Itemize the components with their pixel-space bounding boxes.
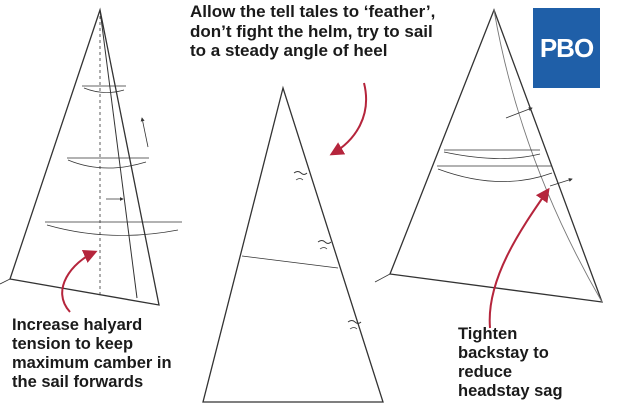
right-sail (374, 8, 603, 303)
middle-sail-outline (202, 85, 384, 403)
caption-halyard-tension: Increase halyard tension to keep maximum… (12, 316, 172, 392)
caption-backstay: Tighten backstay to reduce headstay sag (458, 325, 563, 401)
left-sail-outline (9, 7, 160, 306)
arrow-tell-tales (329, 82, 368, 156)
telltale-3 (347, 320, 362, 324)
left-sail (0, 7, 182, 306)
telltale-1 (293, 171, 308, 175)
arrow-halyard-tension (61, 250, 98, 313)
pbo-logo: PBO (533, 8, 600, 88)
right-sail-headstay-sag (493, 9, 603, 303)
middle-sail (202, 85, 384, 403)
pbo-logo-text: PBO (539, 32, 594, 63)
arrow-backstay (488, 187, 550, 329)
left-sail-leech-line (99, 9, 138, 299)
caption-tell-tales: Allow the tell tales to ‘feather’, don’t… (190, 2, 436, 61)
middle-sail-stripe (241, 255, 339, 269)
right-sail-outline (389, 8, 603, 303)
telltale-2 (317, 240, 332, 244)
